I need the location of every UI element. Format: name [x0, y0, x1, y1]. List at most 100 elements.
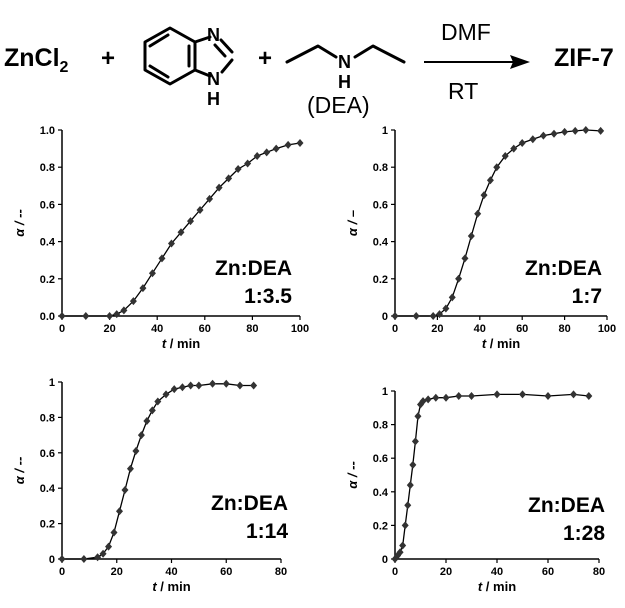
data-point	[126, 464, 134, 473]
x-axis-title-unit: / min	[170, 336, 200, 351]
y-tick-label: 0.6	[40, 199, 55, 211]
data-point	[158, 254, 166, 263]
data-point	[253, 152, 261, 161]
y-tick-label: 0.6	[373, 199, 388, 211]
data-point	[419, 397, 427, 406]
data-point	[467, 232, 475, 241]
x-axis-title-variable: t	[482, 336, 490, 351]
data-point	[401, 521, 409, 530]
y-tick-label: 0.0	[40, 311, 55, 323]
ratio-annotation: 1:3.5	[244, 285, 292, 308]
x-axis-title: t / min	[152, 579, 190, 594]
x-tick-label: 20	[111, 566, 123, 578]
imidazole-bond-1	[193, 35, 212, 44]
data-point	[582, 126, 590, 134]
y-tick-label: 0.8	[40, 412, 55, 424]
data-point	[222, 379, 230, 388]
imidazole-bond-4	[193, 68, 212, 78]
data-point	[585, 392, 593, 401]
data-point	[106, 312, 114, 320]
data-point	[99, 549, 107, 558]
x-tick-label: 0	[392, 323, 398, 335]
data-point	[105, 542, 113, 551]
data-point	[296, 139, 304, 148]
y-tick-label: 0.4	[40, 237, 56, 249]
x-tick-label: 60	[516, 323, 528, 335]
x-axis-title-variable: t	[162, 336, 170, 351]
data-point	[455, 392, 463, 401]
series-line	[62, 383, 254, 560]
x-axis-title-variable: t	[152, 579, 160, 594]
ring-h-label: H	[207, 89, 220, 109]
imidazole-double-bond	[213, 43, 227, 58]
x-tick-label: 100	[598, 323, 616, 335]
data-point	[250, 381, 258, 390]
data-point	[424, 395, 432, 404]
data-point	[263, 148, 271, 157]
data-point	[519, 390, 526, 399]
diethylamine-structure	[285, 44, 406, 64]
y-axis-title: α / –	[345, 210, 360, 236]
ratio-annotation: 1:7	[572, 285, 602, 308]
ring-n-label: N	[207, 25, 220, 45]
data-point	[432, 393, 440, 402]
data-point	[493, 163, 501, 172]
data-point	[284, 140, 292, 149]
ring-nh-label: N	[207, 69, 220, 89]
amine-n-label: N	[338, 52, 351, 72]
y-tick-label: 0.2	[40, 274, 55, 286]
data-point	[461, 254, 469, 263]
benzimidazole-structure	[143, 26, 234, 86]
y-tick-label: 0.2	[40, 519, 55, 531]
data-point	[80, 555, 88, 563]
imidazole-bond-3	[220, 58, 234, 74]
y-axis-title: α / --	[12, 457, 27, 485]
data-point	[139, 284, 147, 293]
data-point	[110, 528, 118, 537]
data-point	[115, 507, 123, 516]
y-tick-label: 0	[382, 554, 388, 566]
y-tick-label: 0.6	[373, 453, 388, 465]
benzene-inner-bond-1	[148, 33, 170, 48]
x-tick-label: 100	[291, 323, 309, 335]
y-tick-label: 0.2	[373, 274, 388, 286]
data-point	[414, 412, 422, 421]
data-point	[167, 239, 175, 248]
data-point	[209, 379, 217, 388]
dea-label: (DEA)	[307, 92, 370, 118]
x-tick-label: 20	[103, 323, 115, 335]
y-tick-label: 1	[49, 377, 55, 389]
data-point	[597, 126, 605, 135]
data-point	[539, 131, 547, 140]
data-point	[206, 194, 214, 203]
y-tick-label: 0.4	[40, 483, 56, 495]
product-zif7: ZIF-7	[554, 44, 614, 72]
data-point	[143, 416, 151, 425]
data-point	[501, 152, 509, 161]
data-point	[448, 293, 456, 302]
data-point	[510, 144, 518, 153]
x-tick-label: 20	[431, 323, 443, 335]
y-tick-label: 0	[49, 554, 55, 566]
data-point	[244, 159, 252, 168]
data-point	[529, 135, 537, 144]
solvent-label: DMF	[441, 19, 491, 45]
ratio-annotation: Zn:DEA	[215, 257, 292, 280]
x-axis-title-unit: / min	[486, 579, 516, 594]
ratio-annotation: Zn:DEA	[528, 494, 605, 517]
y-tick-label: 1	[382, 125, 388, 137]
x-tick-label: 80	[593, 566, 605, 578]
amine-h-label: H	[338, 72, 351, 92]
data-point	[436, 310, 444, 319]
x-tick-label: 60	[199, 323, 211, 335]
data-point	[137, 431, 145, 440]
plus-sign-1: +	[101, 45, 115, 72]
data-point	[129, 297, 137, 306]
y-tick-label: 0.6	[40, 448, 55, 460]
data-point	[187, 217, 195, 226]
data-point	[177, 228, 185, 237]
data-point	[187, 381, 195, 390]
